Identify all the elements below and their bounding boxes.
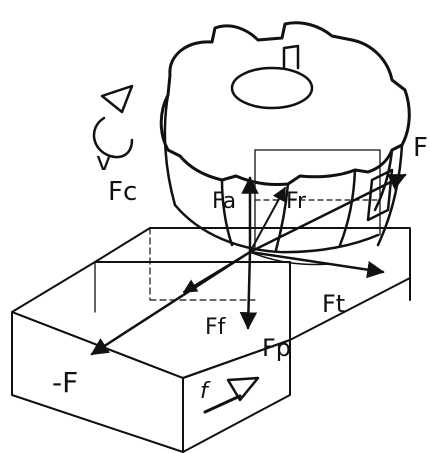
- force-box-top: [254, 149, 381, 236]
- label-ff: Ff: [205, 315, 227, 340]
- feed-arrow-shaft: [203, 394, 242, 414]
- cutter-tooth: [366, 168, 394, 222]
- label-feed: f: [200, 379, 211, 404]
- workpiece-block: [11, 149, 411, 453]
- workpiece-front-face: [11, 311, 184, 453]
- label-f-top: F: [413, 133, 428, 163]
- cutter-flute-3: [338, 168, 357, 247]
- label-fa: Fa: [212, 189, 236, 214]
- rotation-indicator: [92, 84, 134, 159]
- cutter-side-right: [376, 143, 404, 247]
- force-fr-arrow: [249, 186, 286, 253]
- cutter-side-left: [163, 93, 177, 207]
- rotation-arrowhead: [100, 84, 134, 114]
- feed-arrowhead: [226, 376, 260, 402]
- cutter-bottom-edge: [173, 203, 380, 254]
- rotation-arc: [92, 116, 134, 159]
- label-fc: Fc: [108, 177, 137, 207]
- milling-cutter: [159, 21, 411, 254]
- force-arc: [249, 251, 331, 266]
- label-ft: Ft: [322, 290, 345, 318]
- feed-indicator: [203, 376, 260, 414]
- force-fp-arrow: [239, 250, 258, 330]
- cutter-bore: [230, 66, 314, 110]
- label-minus-f: -F: [52, 366, 78, 399]
- label-fr: Fr: [286, 189, 307, 214]
- force-vectors: [90, 173, 407, 356]
- workpiece-right-face: [182, 339, 291, 453]
- label-fp: Fp: [262, 334, 291, 362]
- label-v: v: [96, 147, 111, 177]
- cutter-flute-4: [373, 148, 394, 212]
- cutter-flute-2: [274, 182, 290, 252]
- cutter-flute-1: [220, 178, 234, 247]
- workpiece-step: [94, 227, 411, 341]
- cutter-keyway: [282, 44, 300, 70]
- force-f-arrow: [248, 173, 407, 254]
- workpiece-top-face: [11, 261, 291, 379]
- force-minus-f-arrow: [90, 250, 252, 356]
- force-ft-arrow: [248, 250, 385, 279]
